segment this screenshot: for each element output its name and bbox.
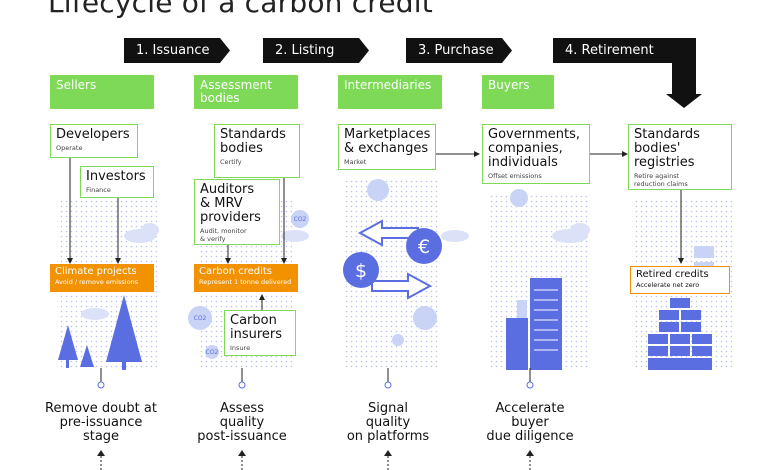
card-title: Auditors & MRV providers [200, 182, 261, 225]
card-title: Marketplaces & exchanges [344, 127, 431, 156]
stage-purchase: 3. Purchase [406, 38, 512, 63]
card-title: Developers [56, 127, 130, 142]
card-role: Operate [56, 144, 83, 152]
card-governments-companies: Governments, companies, individuals Offs… [482, 124, 590, 184]
card-carbon-insurers: Carbon insurers Insure [224, 310, 296, 356]
card-title: Carbon insurers [230, 313, 283, 342]
card-role: Audit, monitor & verify [200, 227, 247, 243]
outcome-issuance: Remove doubt at pre-issuance stage [45, 401, 157, 444]
card-standards-bodies: Standards bodies Certify [214, 124, 300, 178]
actor-sellers: Sellers [50, 75, 154, 109]
card-title: Standards bodies [220, 127, 286, 156]
dotted-up-arrow-icons [100, 454, 531, 470]
outcome-purchase: Signal quality on platforms [346, 401, 430, 444]
actor-intermediaries: Intermediaries [338, 75, 442, 109]
card-marketplaces: Marketplaces & exchanges Market [338, 124, 436, 170]
euro-symbol: € [418, 236, 430, 258]
stage-listing: 2. Listing [263, 38, 369, 63]
card-role: Certify [220, 158, 242, 166]
card-auditors-mrv: Auditors & MRV providers Audit, monitor … [194, 179, 280, 245]
credit-subtitle: Avoid / remove emissions [55, 278, 139, 286]
co2-label: CO2 [294, 216, 307, 223]
carbon-credits-bar: Carbon credits Represent 1 tonne deliver… [194, 264, 298, 292]
credit-subtitle: Represent 1 tonne delivered [199, 278, 292, 286]
dollar-coin-icon [343, 252, 379, 288]
diagram-title: Lifecycle of a carbon credit [48, 0, 433, 19]
credit-title: Climate projects [55, 266, 137, 277]
card-investors: Investors Finance [80, 166, 154, 198]
credit-subtitle: Accelerate net zero [636, 281, 700, 289]
co2-bubbles [188, 179, 528, 359]
card-registries: Standards bodies' registries Retire agai… [628, 124, 732, 190]
credit-title: Carbon credits [199, 266, 273, 277]
outcome-buyer: Accelerate buyer due diligence [486, 401, 574, 444]
flow-connectors [69, 150, 682, 382]
climate-projects-bar: Climate projects Avoid / remove emission… [50, 264, 154, 292]
card-role: Offset emissions [488, 172, 542, 180]
retirement-arrow-icon [666, 94, 702, 108]
card-title: Investors [86, 169, 146, 184]
card-developers: Developers Operate [50, 124, 138, 158]
co2-label: CO2 [206, 349, 219, 356]
outcome-node-icons [97, 381, 534, 389]
card-title: Governments, companies, individuals [488, 127, 580, 170]
dollar-symbol: $ [355, 260, 367, 282]
co2-label: CO2 [194, 315, 207, 322]
actor-buyers: Buyers [482, 75, 554, 109]
tree-icons [58, 295, 142, 370]
cloud-icons [81, 223, 590, 320]
card-role: Market [344, 158, 367, 166]
arrowhead-icons [67, 151, 684, 300]
retired-credits-box: Retired credits Accelerate net zero [630, 266, 730, 294]
card-role: Insure [230, 344, 251, 352]
outcome-listing: Assess quality post-issuance [197, 401, 287, 444]
card-role: Finance [86, 186, 111, 194]
card-role: Retire against reduction claims [634, 172, 688, 188]
building-icons [506, 278, 562, 370]
stage-issuance: 1. Issuance [124, 38, 230, 63]
retirement-connector [672, 38, 696, 98]
actor-assessment-bodies: Assessment bodies [194, 75, 298, 109]
card-title: Standards bodies' registries [634, 127, 700, 170]
credit-title: Retired credits [636, 269, 709, 280]
retired-credit-stack [648, 298, 712, 370]
euro-coin-icon [406, 228, 442, 264]
